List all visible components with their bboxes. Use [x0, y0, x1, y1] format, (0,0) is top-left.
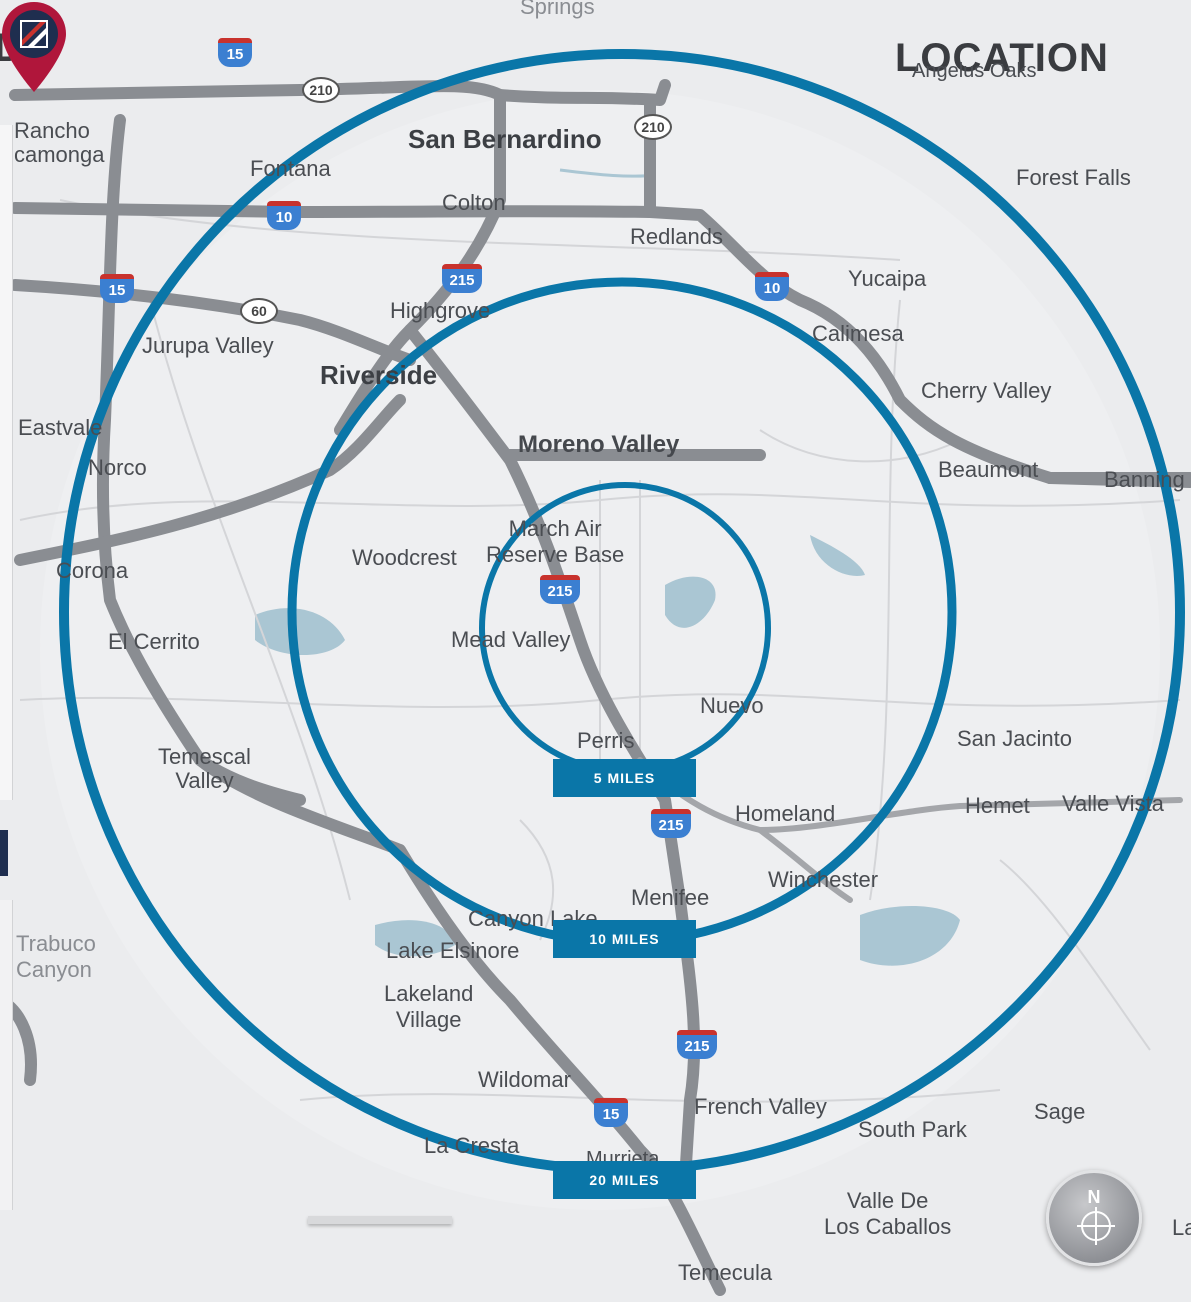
label-nuevo: Nuevo	[700, 693, 764, 718]
shield-sr60: 60	[240, 298, 278, 324]
site-location-pin-icon[interactable]	[0, 0, 68, 94]
label-hemet: Hemet	[965, 793, 1030, 818]
label-riverside: Riverside	[320, 360, 438, 390]
label-temecula: Temecula	[678, 1260, 773, 1285]
lake-elsinore-water	[375, 920, 455, 957]
compass-reset-button[interactable]: N	[1046, 1170, 1142, 1266]
label-springs: Springs	[520, 0, 595, 19]
compass-north-label: N	[1087, 1187, 1101, 1207]
label-san-jacinto: San Jacinto	[957, 726, 1072, 751]
compass-crosshair-icon	[1077, 1207, 1115, 1245]
label-temescal-valley: Temescal Valley	[158, 744, 251, 793]
label-cherry-valley: Cherry Valley	[921, 378, 1052, 403]
lake-mathews	[255, 608, 345, 655]
shield-i10-west: 10	[267, 201, 301, 230]
label-perris: Perris	[577, 728, 635, 753]
label-mead-valley: Mead Valley	[451, 627, 571, 652]
label-winchester: Winchester	[768, 867, 879, 892]
label-eastvale: Eastvale	[18, 415, 103, 440]
side-panel-tab[interactable]	[0, 830, 8, 876]
side-panel-edge	[0, 125, 13, 800]
label-el-cerrito: El Cerrito	[108, 629, 200, 654]
ring-label-5-miles: 5 MILES	[553, 759, 696, 797]
shield-i15-north: 15	[218, 38, 252, 67]
shield-i10-east: 10	[755, 272, 789, 301]
label-banning: Banning	[1104, 467, 1185, 492]
location-heading: LOCATION	[895, 36, 1109, 80]
label-rancho-cucamonga: Rancho camonga	[14, 118, 105, 167]
label-march-air-reserve-base: March Air Reserve Base	[486, 516, 625, 567]
label-redlands: Redlands	[630, 224, 723, 249]
label-colton: Colton	[442, 190, 506, 215]
label-moreno-valley: Moreno Valley	[518, 431, 680, 458]
label-jurupa-valley: Jurupa Valley	[142, 333, 274, 358]
label-menifee: Menifee	[631, 885, 710, 910]
label-wildomar: Wildomar	[478, 1067, 571, 1092]
label-forest-falls: Forest Falls	[1016, 165, 1131, 190]
label-la-edge: La	[1172, 1215, 1191, 1240]
label-woodcrest: Woodcrest	[352, 545, 457, 570]
label-la-cresta: La Cresta	[424, 1133, 520, 1158]
label-fontana: Fontana	[250, 156, 331, 181]
label-beaumont: Beaumont	[938, 457, 1039, 482]
ring-label-10-miles: 10 MILES	[553, 920, 696, 958]
label-homeland: Homeland	[735, 801, 836, 826]
label-south-park: South Park	[858, 1117, 967, 1142]
shield-i215-north: 215	[442, 264, 482, 293]
shield-sr210-west: 210	[302, 77, 340, 103]
shield-i15-south: 15	[594, 1098, 628, 1127]
label-sage: Sage	[1034, 1099, 1086, 1124]
label-french-valley: French Valley	[694, 1094, 827, 1119]
label-yucaipa: Yucaipa	[848, 266, 927, 291]
shield-i15-west: 15	[100, 274, 134, 303]
side-panel-edge-lower	[0, 900, 13, 1210]
lake-perris	[665, 576, 716, 628]
shield-i215-lower: 215	[677, 1030, 717, 1059]
diamond-valley-lake	[860, 905, 960, 966]
shield-sr210-east: 210	[634, 114, 672, 140]
label-lake-elsinore: Lake Elsinore	[386, 938, 520, 963]
label-trabuco-canyon: Trabuco Canyon	[16, 931, 96, 982]
label-valle-vista: Valle Vista	[1062, 791, 1164, 816]
map-scale-bar	[308, 1216, 452, 1224]
shield-i215-south: 215	[651, 809, 691, 838]
label-valle-de-los-caballos: Valle De Los Caballos	[824, 1188, 952, 1239]
label-san-bernardino: San Bernardino	[408, 124, 602, 154]
label-calimesa: Calimesa	[812, 321, 904, 346]
label-angelus-oaks: Angelus Oaks	[912, 60, 1037, 82]
label-lakeland-village: Lakeland Village	[384, 981, 474, 1032]
ring-label-20-miles: 20 MILES	[553, 1161, 696, 1199]
label-corona: Corona	[56, 558, 129, 583]
mystic-lake	[810, 535, 865, 576]
label-norco: Norco	[88, 455, 147, 480]
label-highgrove: Highgrove	[390, 298, 491, 323]
shield-i215-center: 215	[540, 575, 580, 604]
